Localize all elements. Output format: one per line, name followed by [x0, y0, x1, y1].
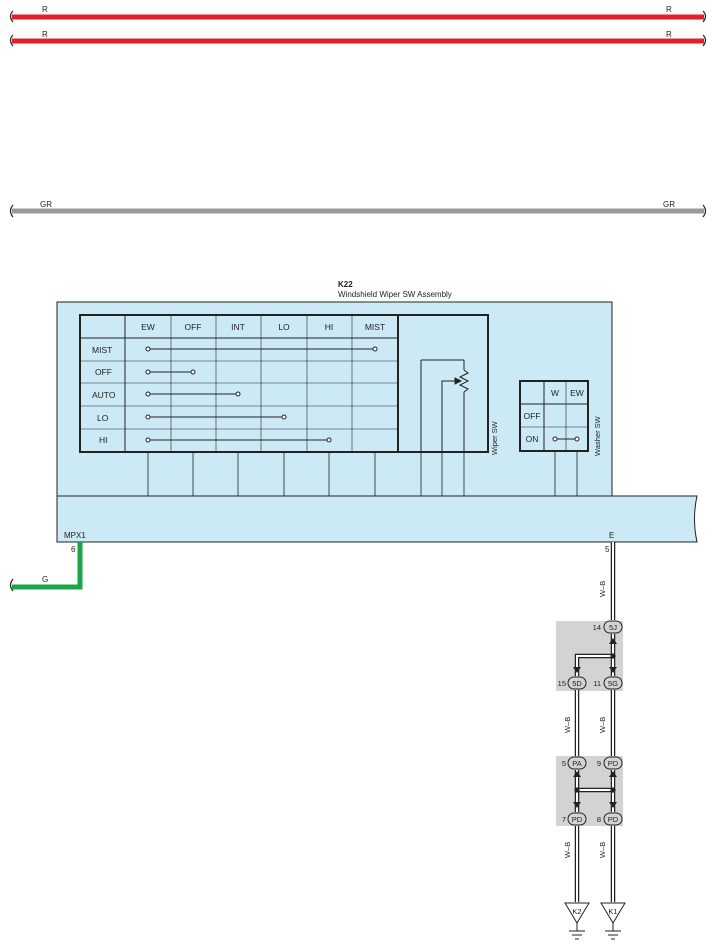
connector-arrows	[573, 638, 617, 808]
pin-e-name: E	[609, 531, 614, 540]
washer-col-w: W	[551, 388, 559, 398]
wiper-sw-label: Wiper SW	[490, 420, 499, 455]
wire-r1-left-label: R	[42, 5, 48, 14]
connector-c1-code: 5J	[609, 623, 617, 632]
washer-col-ew: EW	[570, 388, 584, 398]
wiper-row-auto: AUTO	[92, 390, 116, 400]
wiper-switch-table: EW OFF INT LO HI MIST MIST OFF AUTO LO H…	[79, 314, 499, 455]
connector-c1: 5J 14	[593, 620, 623, 634]
wiper-row-hi: HI	[99, 435, 108, 445]
wire-r2-left-label: R	[42, 30, 48, 39]
washer-continuity	[552, 436, 580, 442]
wiper-row-lo: LO	[97, 413, 109, 423]
wb-label-right-mid: W–B	[598, 717, 607, 733]
junction-dot	[610, 653, 616, 659]
pin-mpx1-num: 6	[71, 545, 76, 554]
wire-r2-right-label: R	[666, 30, 672, 39]
wire-r-2: R R	[9, 30, 707, 47]
junction-dot	[574, 787, 580, 793]
wiper-col-int: INT	[231, 322, 245, 332]
wiper-col-ew: EW	[141, 322, 155, 332]
connector-c4-code: PA	[572, 759, 581, 768]
wire-gr-right-label: GR	[663, 200, 675, 209]
ground-icon: K1	[600, 902, 626, 940]
wire-r1-right-label: R	[666, 5, 672, 14]
pin-mpx1-name: MPX1	[64, 531, 86, 540]
component-name: Windshield Wiper SW Assembly	[338, 290, 452, 299]
wiper-continuity	[145, 346, 378, 443]
washer-leads	[554, 451, 578, 496]
washer-sw-label: Washer SW	[593, 415, 602, 456]
connector-c5-num: 9	[597, 759, 601, 768]
wb-label-main: W–B	[598, 581, 607, 597]
connector-c7-num: 8	[597, 815, 601, 824]
connector-c4: PA 5	[562, 756, 587, 770]
wiper-row-mist: MIST	[92, 345, 112, 355]
wb-label-right-low: W–B	[598, 842, 607, 858]
wiper-col-off: OFF	[185, 322, 202, 332]
wire-r-1: R R	[9, 5, 707, 23]
connector-c4-num: 5	[562, 759, 566, 768]
wiper-leads	[147, 452, 465, 496]
connector-c1-num: 14	[593, 623, 601, 632]
wire-g-label: G	[42, 575, 48, 584]
wb-label-left-low: W–B	[563, 842, 572, 858]
connector-c6: PD 7	[562, 812, 587, 826]
ground-k1-label: K1	[608, 907, 617, 916]
connector-c7: PD 8	[597, 812, 623, 826]
wiper-col-hi: HI	[325, 322, 334, 332]
connector-c6-num: 7	[562, 815, 566, 824]
connector-c5: PD 9	[597, 756, 623, 770]
connector-c3: 5G 11	[593, 676, 623, 690]
junction-dot	[610, 787, 616, 793]
connector-c7-code: PD	[608, 815, 619, 824]
ground-icon: K2	[564, 902, 590, 940]
component-id: K22	[338, 280, 353, 289]
wire-g: G	[9, 542, 83, 592]
connector-c3-code: 5G	[608, 679, 618, 688]
wire-gr-left-label: GR	[40, 200, 52, 209]
wiper-col-lo: LO	[278, 322, 290, 332]
connector-c3-num: 11	[593, 679, 601, 688]
wb-wires-inner	[576, 542, 614, 902]
resistor-icon	[420, 359, 470, 452]
ground-k2-label: K2	[572, 907, 581, 916]
connector-c2: 5D 15	[558, 676, 587, 690]
wb-wires-outer	[574, 542, 616, 902]
connector-c5-code: PD	[608, 759, 619, 768]
wire-gr: GR GR	[9, 200, 707, 218]
connector-c2-code: 5D	[572, 679, 582, 688]
wiper-col-mist: MIST	[365, 322, 385, 332]
washer-row-off: OFF	[524, 411, 541, 421]
wiper-row-off: OFF	[95, 367, 112, 377]
washer-switch-table: W EW OFF ON Washer SW	[519, 380, 602, 456]
wb-label-left-mid: W–B	[563, 717, 572, 733]
washer-row-on: ON	[526, 434, 539, 444]
connector-c6-code: PD	[572, 815, 583, 824]
connector-c2-num: 15	[558, 679, 566, 688]
pin-e-num: 5	[605, 545, 610, 554]
